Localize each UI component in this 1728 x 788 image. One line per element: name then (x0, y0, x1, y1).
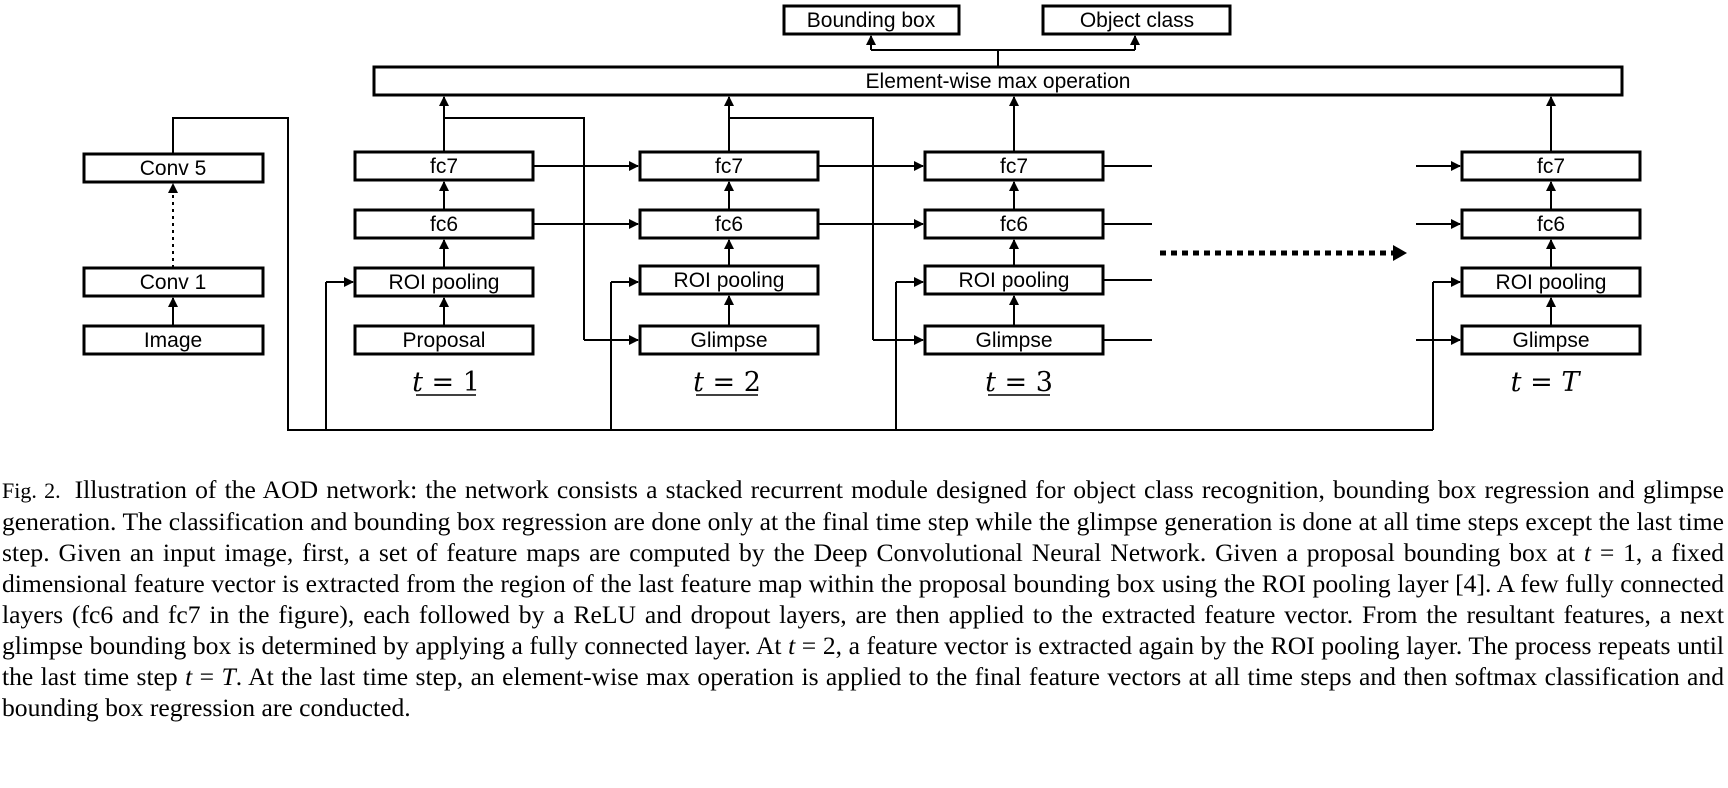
time-step-label-t3: t = 3 (985, 367, 1053, 398)
aod-network-diagram: Bounding box Object class Element-wise m… (82, 4, 1642, 431)
time-step-label-tT: t = T (1511, 367, 1582, 398)
fc6-label-tT: fc6 (1537, 213, 1565, 236)
conv5-label: Conv 5 (140, 157, 207, 180)
caption-math-t1-var: t (1583, 538, 1591, 567)
fc6-label-t3: fc6 (1000, 213, 1028, 236)
conv1-label: Conv 1 (140, 271, 207, 294)
caption-text-3: , a feature vector is extracted again by… (2, 631, 1724, 691)
fc7-label-t2: fc7 (715, 155, 743, 178)
fc7-label-t3: fc7 (1000, 155, 1028, 178)
roi-pooling-label-t2: ROI pooling (674, 269, 785, 292)
image-label: Image (144, 329, 202, 352)
caption-math-t2-rest: = 2 (795, 631, 836, 660)
object-class-label: Object class (1080, 9, 1194, 32)
time-step-label-t1: t = 1 (412, 367, 480, 398)
object-class-output-box (1041, 4, 1232, 36)
caption-math-t3-eq: = (192, 662, 222, 691)
caption-math-t2-var: t (788, 631, 796, 660)
caption-math-t3-val: T (221, 662, 236, 691)
diagram-svg: Bounding box Object class Element-wise m… (82, 4, 1642, 431)
caption-text-4: . At the last time step, an element-wise… (2, 662, 1724, 722)
max-operation-label: Element-wise max operation (866, 70, 1131, 93)
figure-caption: Fig. 2.Illustration of the AOD network: … (2, 474, 1724, 723)
glimpse-label-tT: Glimpse (1512, 329, 1589, 352)
glimpse-label-t2: Glimpse (690, 329, 767, 352)
roi-pooling-label-t1: ROI pooling (389, 271, 500, 294)
fc6-label-t2: fc6 (715, 213, 743, 236)
fc7-label-t1: fc7 (430, 155, 458, 178)
roi-pooling-label-tT: ROI pooling (1496, 271, 1607, 294)
proposal-label-t1: Proposal (403, 329, 486, 352)
roi-pooling-label-t3: ROI pooling (959, 269, 1070, 292)
time-step-label-t2: t = 2 (693, 367, 761, 398)
figure-number: Fig. 2. (2, 478, 61, 503)
fc6-label-t1: fc6 (430, 213, 458, 236)
caption-text-1: Illustration of the AOD network: the net… (2, 475, 1724, 567)
glimpse-label-t3: Glimpse (975, 329, 1052, 352)
caption-text-2: , a fixed dimensional feature vector is … (2, 538, 1724, 660)
fc7-label-tT: fc7 (1537, 155, 1565, 178)
bounding-box-output-box (782, 4, 961, 36)
caption-math-t3-var: t (185, 662, 193, 691)
caption-math-t1-rest: = 1 (1590, 538, 1636, 567)
bounding-box-label: Bounding box (807, 9, 936, 32)
